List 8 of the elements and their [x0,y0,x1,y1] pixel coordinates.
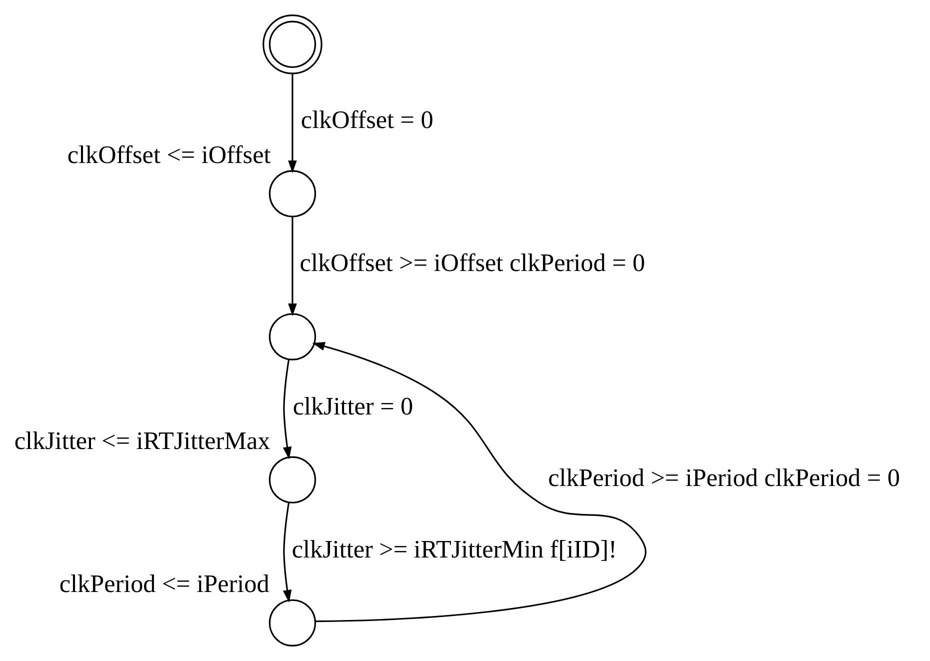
edge-label: clkOffset >= iOffset clkPeriod = 0 [300,250,646,278]
edge-label: clkJitter = 0 [292,393,414,420]
edge-label: clkJitter >= iRTJitterMin f[iID]! [292,536,617,564]
edge-label: clkOffset = 0 [300,107,434,134]
node-label: clkPeriod <= iPeriod [59,570,270,598]
node-label: clkJitter <= iRTJitterMax [14,428,270,455]
node-label: clkOffset <= iOffset [67,142,271,169]
edge-label: clkPeriod >= iPeriod clkPeriod = 0 [548,464,900,492]
